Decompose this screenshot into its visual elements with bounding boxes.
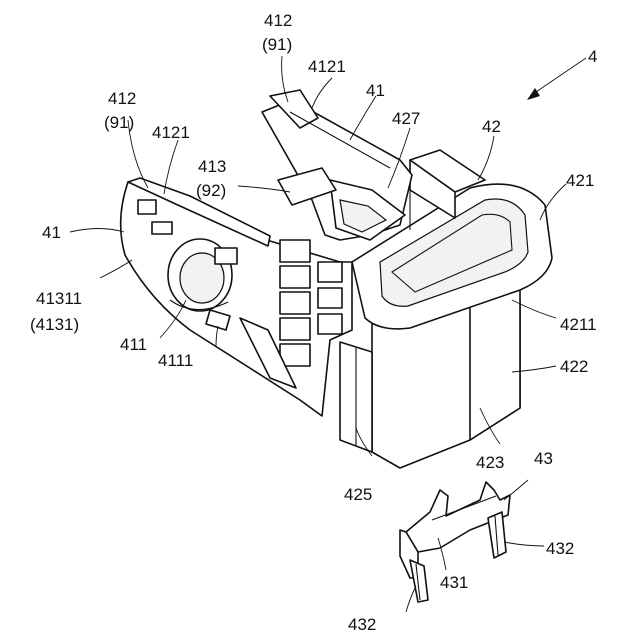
label-4121-top: 4121 [308, 57, 346, 76]
label-41311: 41311 [36, 289, 82, 308]
label-92: (92) [196, 181, 226, 200]
label-4131: (4131) [30, 315, 79, 334]
label-425: 425 [344, 485, 372, 504]
label-4111: 4111 [158, 351, 193, 370]
label-422: 422 [560, 357, 588, 376]
label-411: 411 [120, 335, 147, 354]
label-431: 431 [440, 573, 468, 592]
label-432-right: 432 [546, 539, 574, 558]
label-412-top: 412 [264, 11, 292, 30]
front-rib-425 [340, 342, 372, 452]
label-41-top: 41 [366, 81, 385, 100]
label-91-left: (91) [104, 113, 134, 132]
label-421: 421 [566, 171, 594, 190]
label-4121-left: 4121 [152, 123, 190, 142]
label-413: 413 [198, 157, 226, 176]
label-43: 43 [534, 449, 553, 468]
label-41-left: 41 [42, 223, 61, 242]
label-412-left: 412 [108, 89, 136, 108]
label-427: 427 [392, 109, 420, 128]
label-4211: 4211 [560, 315, 597, 334]
label-423: 423 [476, 453, 504, 472]
label-432-bottom: 432 [348, 615, 376, 634]
rear-upright-41 [262, 90, 412, 240]
label-4: 4 [588, 47, 597, 66]
label-91-top: (91) [262, 35, 292, 54]
label-42: 42 [482, 117, 501, 136]
